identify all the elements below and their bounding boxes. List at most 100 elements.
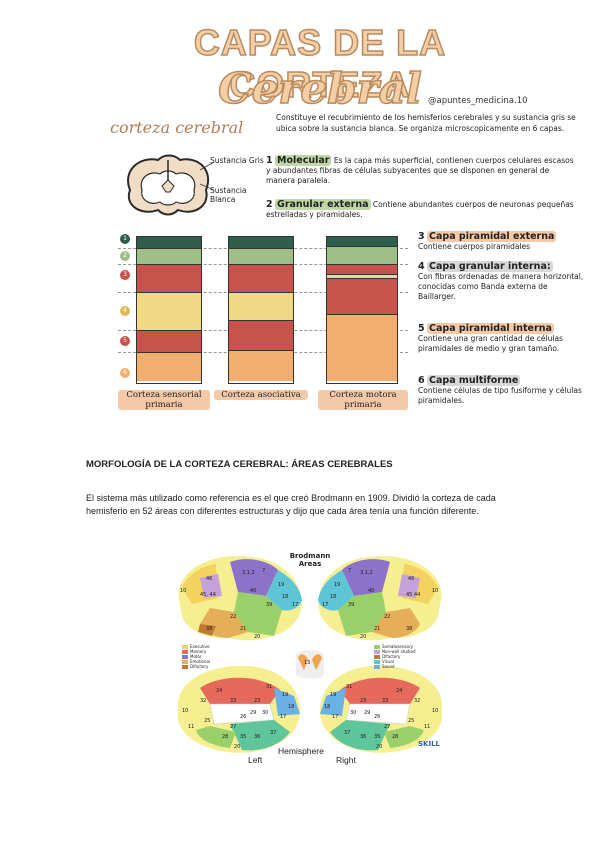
- layer-desc-6: 6 Capa multiforme Contiene células de ti…: [418, 375, 586, 406]
- block1-layer-6: [137, 353, 201, 381]
- layer-num-5: 5: [418, 323, 425, 334]
- area-13: 13: [304, 660, 311, 666]
- area-22: 22: [230, 614, 237, 620]
- block2-layer-2: [229, 249, 293, 265]
- caption-sensory: Corteza sensorial primaria: [118, 390, 210, 410]
- area-rm-20: 20: [376, 744, 383, 750]
- block3-layer-5: [327, 279, 397, 315]
- layer-num-2: 2: [266, 199, 273, 210]
- area-r-22: 22: [384, 614, 391, 620]
- area-46: 46: [206, 576, 213, 582]
- area-r-20: 20: [360, 634, 367, 640]
- block-num-2: 2: [120, 251, 130, 261]
- area-rm-37: 37: [344, 730, 351, 736]
- lateral-right-hemisphere: [317, 554, 443, 642]
- layer-name-2: Granular externa: [275, 199, 371, 210]
- block-num-1: 1: [120, 234, 130, 244]
- author-handle: @apuntes_medicina.10: [428, 96, 528, 106]
- layer-desc-1: 1 Molecular Es la capa más superficial, …: [266, 155, 576, 186]
- caption-motor: Corteza motora primaria: [318, 390, 408, 410]
- brain-cross-section-icon: [127, 154, 209, 216]
- block-num-6: 6: [120, 368, 130, 378]
- caption-association: Corteza asociativa: [214, 390, 308, 400]
- area-r-7: 7: [348, 568, 352, 574]
- medial-left-hemisphere: [177, 665, 301, 753]
- area-r-45-44: 45 44: [406, 592, 421, 598]
- area-r-3-1-2: 3,1,2: [360, 570, 373, 576]
- area-38: 38: [206, 626, 213, 632]
- legend-right: Somatosensory Non-well studied Olfactory…: [374, 644, 415, 669]
- block-num-5: 5: [120, 336, 130, 346]
- page-title: CAPAS DE LA CORTEZA: [193, 21, 447, 106]
- block-num-4: 4: [120, 306, 130, 316]
- area-r-39: 39: [348, 602, 355, 608]
- area-m-33: 33: [230, 698, 237, 704]
- medial-right-hemisphere: [319, 665, 443, 753]
- layer-desc-5: 5 Capa piramidal interna Contiene una gr…: [418, 323, 586, 354]
- area-m-37: 37: [270, 730, 277, 736]
- area-m-35: 35: [240, 734, 247, 740]
- area-rm-29: 29: [364, 710, 371, 716]
- layer-num-4: 4: [418, 261, 425, 272]
- block-num-3: 3: [120, 270, 130, 280]
- layer-name-3: Capa piramidal externa: [427, 231, 557, 242]
- layer-name-6: Capa multiforme: [427, 375, 521, 386]
- block2-layer-5: [229, 321, 293, 351]
- label-gray-matter: Sustancia Gris: [210, 156, 264, 165]
- area-m-19: 19: [282, 692, 289, 698]
- label-white-matter: Sustancia Blanca: [210, 186, 247, 204]
- area-r-21: 21: [374, 626, 381, 632]
- area-rm-10: 10: [432, 708, 439, 714]
- hemisphere-label: Hemisphere: [278, 746, 324, 756]
- area-m-36: 36: [254, 734, 261, 740]
- block3-layer-4: [327, 275, 397, 279]
- area-r-38: 38: [406, 626, 413, 632]
- layer-text-3: Contiene cuerpos piramidales: [418, 242, 531, 251]
- area-19: 19: [278, 582, 285, 588]
- area-m-11: 11: [188, 724, 195, 730]
- area-rm-28: 28: [392, 734, 399, 740]
- layer-text-5: Contiene una gran cantidad de células pi…: [418, 334, 563, 353]
- block2-layer-6: [229, 351, 293, 381]
- area-m-23: 23: [254, 698, 261, 704]
- area-rm-19: 19: [330, 692, 337, 698]
- area-r-19: 19: [334, 582, 341, 588]
- area-20: 20: [254, 634, 261, 640]
- area-rm-36: 36: [360, 734, 367, 740]
- block1-layer-2: [137, 249, 201, 265]
- legend-left: Executive Memory Motor Emotional Olfacto…: [182, 644, 210, 669]
- area-rm-31: 31: [346, 684, 353, 690]
- area-m-29: 29: [250, 710, 257, 716]
- publisher-logo: SKILL: [418, 740, 440, 748]
- block3-layer-1: [327, 237, 397, 247]
- layer-desc-2: 2 Granular externa Contiene abundantes c…: [266, 199, 576, 220]
- area-10: 10: [180, 588, 187, 594]
- area-r-17: 17: [322, 602, 329, 608]
- block2-layer-4: [229, 293, 293, 321]
- layer-text-2: Contiene abundantes cuerpos de neuronas …: [266, 200, 574, 219]
- cortex-block-motor: [326, 236, 398, 384]
- lateral-left-hemisphere: [177, 554, 303, 642]
- area-m-20: 20: [234, 744, 241, 750]
- layer-name-5: Capa piramidal interna: [427, 323, 554, 334]
- area-18: 18: [282, 594, 289, 600]
- area-3-1-2: 3,1,2: [242, 570, 255, 576]
- area-rm-27: 27: [384, 724, 391, 730]
- area-m-26: 26: [240, 714, 247, 720]
- area-m-31: 31: [266, 684, 273, 690]
- area-rm-23: 23: [360, 698, 367, 704]
- area-21: 21: [240, 626, 247, 632]
- intro-label: corteza cerebral: [110, 118, 244, 137]
- area-m-32: 32: [200, 698, 207, 704]
- layer-num-1: 1: [266, 155, 273, 166]
- block3-layer-6: [327, 315, 397, 381]
- area-m-28: 28: [222, 734, 229, 740]
- area-rm-33: 33: [382, 698, 389, 704]
- left-label: Left: [248, 755, 263, 765]
- intro-text: Constituye el recubrimiento de los hemis…: [276, 113, 576, 133]
- area-m-18: 18: [288, 704, 295, 710]
- section-paragraph: El sistema más utilizado como referencia…: [86, 493, 496, 516]
- layer-name-1: Molecular: [275, 155, 332, 166]
- area-r-10: 10: [432, 588, 439, 594]
- block2-layer-3: [229, 265, 293, 293]
